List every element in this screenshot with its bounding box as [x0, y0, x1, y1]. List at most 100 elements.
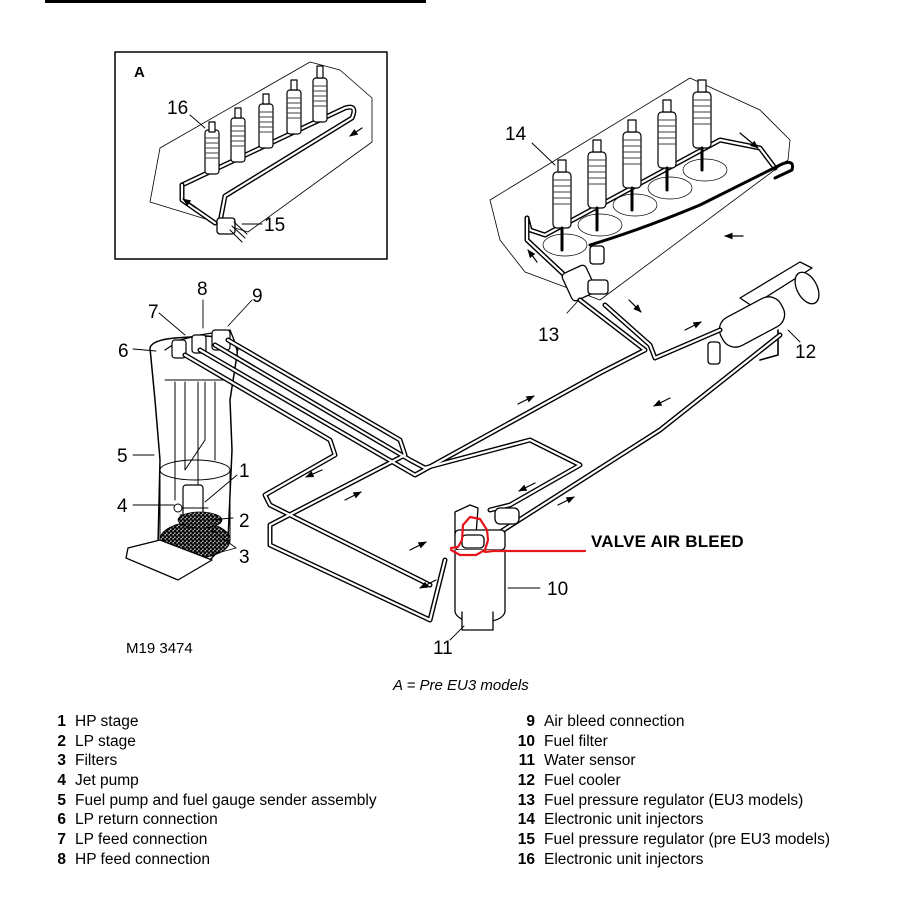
- top-rule: [45, 0, 426, 3]
- callout-13: 13: [538, 325, 560, 346]
- callout-14: 14: [505, 124, 527, 145]
- legend-number: 13: [517, 791, 535, 809]
- regulator-eu3: [561, 245, 609, 314]
- legend-label: HP stage: [75, 712, 139, 730]
- legend-number: 15: [517, 830, 535, 848]
- injector: [552, 159, 572, 252]
- legend-number: 12: [517, 771, 535, 789]
- legend-item: 2 LP stage: [50, 732, 377, 752]
- flow-arrow: [409, 541, 427, 551]
- legend-number: 6: [57, 811, 66, 829]
- legend-number: 10: [517, 732, 535, 750]
- legend-item: 15 Fuel pressure regulator (pre EU3 model…: [505, 830, 830, 850]
- legend-right: 9 Air bleed connection 10 Fuel filter 11 Wa…: [505, 712, 830, 870]
- legend-item: 4 Jet pump: [50, 771, 377, 791]
- legend-label: Filters: [75, 752, 118, 770]
- callout-10: 10: [547, 579, 569, 600]
- flow-arrow: [517, 395, 535, 405]
- flow-arrow: [419, 579, 437, 589]
- flow-arrow: [518, 482, 536, 492]
- legend-item: 3 Filters: [50, 751, 377, 771]
- valve-air-bleed-annotation: VALVE AIR BLEED: [591, 532, 744, 551]
- inset-injector: [230, 107, 246, 163]
- legend-label: Fuel filter: [544, 732, 608, 750]
- injector: [622, 119, 642, 212]
- legend-label: Fuel pressure regulator (pre EU3 models): [544, 830, 831, 848]
- inset-regulator: [216, 217, 248, 243]
- legend-item: 5 Fuel pump and fuel gauge sender assembl…: [50, 791, 377, 811]
- flow-arrow: [628, 299, 642, 313]
- legend-number: 4: [57, 771, 66, 789]
- callout-8: 8: [197, 279, 208, 300]
- legend-number: 2: [57, 732, 66, 750]
- callout-4: 4: [117, 496, 128, 517]
- injector: [692, 79, 712, 172]
- legend-number: 7: [57, 830, 66, 848]
- legend-item: 9 Air bleed connection: [505, 712, 830, 732]
- callout-3: 3: [239, 547, 250, 568]
- injector: [587, 139, 607, 232]
- fuel-lines: [182, 297, 783, 623]
- legend-left: 1 HP stage 2 LP stage 3 Filters 4 Jet pump 5…: [50, 712, 377, 870]
- legend-label: Jet pump: [75, 771, 139, 789]
- legend-number: 14: [517, 811, 535, 829]
- legend-item: 11 Water sensor: [505, 751, 830, 771]
- flow-arrow: [305, 469, 323, 478]
- legend-label: HP feed connection: [75, 850, 211, 868]
- flow-arrow: [344, 491, 362, 501]
- figure-reference: M19 3474: [126, 640, 193, 657]
- legend-label: Water sensor: [544, 752, 636, 770]
- legend-label: LP stage: [75, 732, 136, 750]
- legend-label: Electronic unit injectors: [544, 850, 704, 868]
- injector: [657, 99, 677, 192]
- legend-item: 16 Electronic unit injectors: [505, 850, 830, 870]
- legend-label: LP feed connection: [75, 830, 208, 848]
- fuel-pump-assembly: [125, 299, 253, 581]
- figure-caption: A = Pre EU3 models: [393, 677, 529, 694]
- fuel-filter: [449, 504, 541, 641]
- flow-arrow: [653, 397, 671, 407]
- flow-arrow: [684, 321, 702, 331]
- legend-item: 6 LP return connection: [50, 810, 377, 830]
- legend-label: Electronic unit injectors: [544, 811, 704, 829]
- legend-number: 16: [517, 850, 535, 868]
- legend-number: 8: [57, 850, 66, 868]
- callout-9: 9: [252, 286, 263, 307]
- callout-5: 5: [117, 446, 128, 467]
- legend-item: 10 Fuel filter: [505, 732, 830, 752]
- legend-number: 5: [57, 791, 66, 809]
- legend-item: 7 LP feed connection: [50, 830, 377, 850]
- legend-label: Air bleed connection: [544, 712, 685, 730]
- legend-label: Fuel pump and fuel gauge sender assembly: [75, 791, 377, 809]
- legend-item: 13 Fuel pressure regulator (EU3 models): [505, 791, 830, 811]
- legend-item: 8 HP feed connection: [50, 850, 377, 870]
- legend-number: 1: [57, 712, 66, 730]
- legend-number: 11: [518, 752, 535, 770]
- callout-2: 2: [239, 511, 250, 532]
- legend-number: 9: [526, 712, 535, 730]
- inset-a-panel: [114, 51, 388, 260]
- legend-item: 1 HP stage: [50, 712, 377, 732]
- legend-item: 12 Fuel cooler: [505, 771, 830, 791]
- callout-1: 1: [239, 461, 250, 482]
- callout-15: 15: [264, 215, 286, 236]
- engine-head-eu3: [489, 77, 794, 301]
- inset-injector: [312, 65, 328, 123]
- callout-16: 16: [167, 98, 189, 119]
- callout-7: 7: [148, 302, 159, 323]
- inset-injector: [258, 93, 274, 149]
- legend-label: Fuel cooler: [544, 771, 621, 789]
- callout-11: 11: [433, 638, 453, 659]
- fuel-cooler: [707, 261, 820, 365]
- legend-number: 3: [57, 752, 66, 770]
- callout-6: 6: [118, 341, 129, 362]
- inset-injector: [286, 79, 302, 135]
- inset-label: A: [134, 64, 145, 81]
- callout-12: 12: [795, 342, 817, 363]
- legend-item: 14 Electronic unit injectors: [505, 810, 830, 830]
- flow-arrow: [557, 496, 575, 506]
- valve-air-bleed-marker: [449, 515, 587, 557]
- legend-label: LP return connection: [75, 811, 218, 829]
- legend-label: Fuel pressure regulator (EU3 models): [544, 791, 804, 809]
